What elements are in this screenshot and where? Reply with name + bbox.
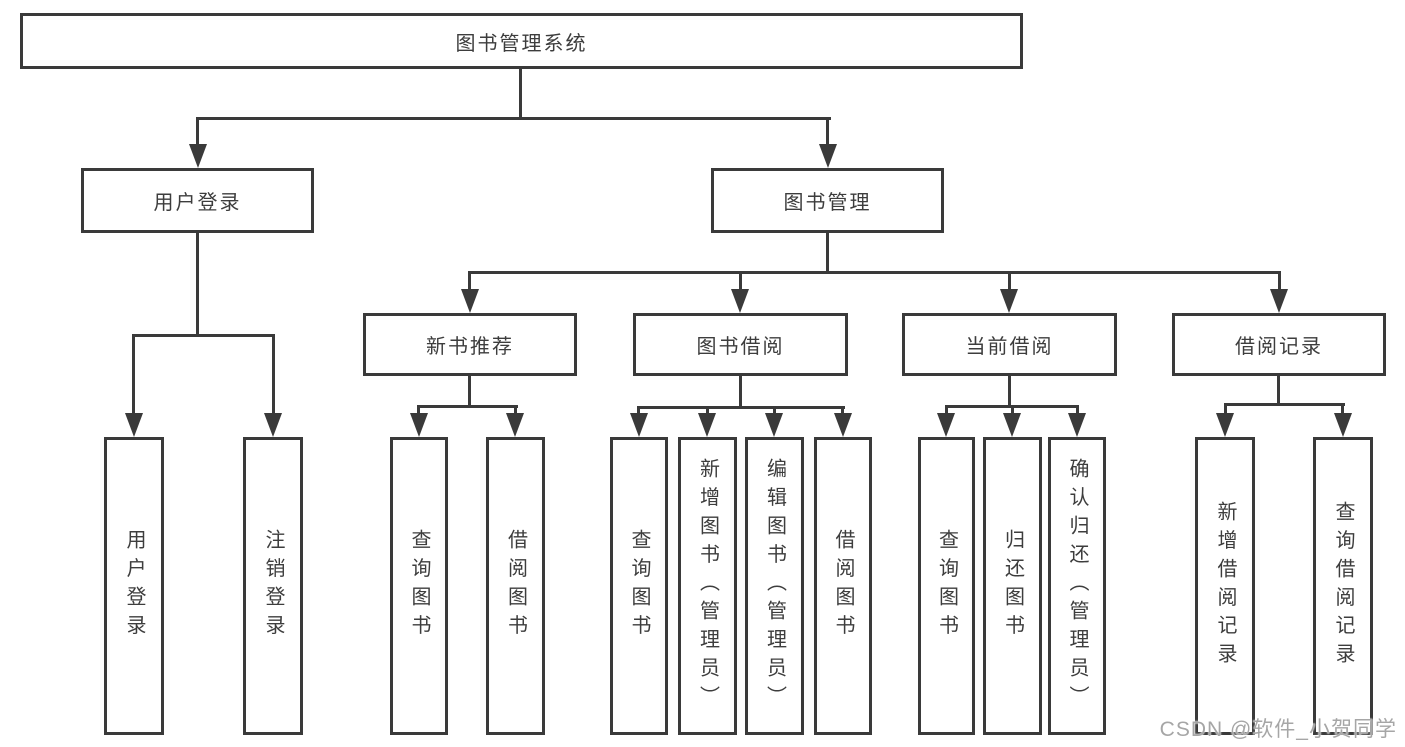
connector-record-drop [1224,403,1227,418]
node-user-login-label: 用户登录 [153,192,242,214]
connector-recommend-drop [514,405,517,418]
leaf-borrow-book-label: 借阅图书 [832,529,854,643]
leaf-borrow-book-recommend-label: 借阅图书 [504,529,527,643]
node-current-borrow-label: 当前借阅 [965,336,1054,358]
connector-bookmgmt-split [468,271,1281,274]
connector-userlogin-drop [272,334,275,414]
node-new-book-recommend: 新书推荐 [363,313,577,376]
leaf-add-book-admin: 新增图书（管理员） [678,437,737,735]
connector-bookmgmt-drop [468,271,471,293]
arrowhead-icon [125,413,143,437]
leaf-query-book-borrow: 查询图书 [610,437,668,735]
arrowhead-icon [698,413,716,437]
node-book-management: 图书管理 [711,168,944,233]
arrowhead-icon [1003,413,1021,437]
connector-record-drop [1341,403,1344,418]
arrowhead-icon [506,413,524,437]
arrowhead-icon [834,413,852,437]
connector-userlogin-trunk [196,233,199,337]
arrowhead-icon [461,289,479,313]
connector-bookmgmt-drop [739,271,742,293]
connector-borrow-split [637,406,845,409]
arrowhead-icon [937,413,955,437]
arrowhead-icon [1334,413,1352,437]
node-user-login: 用户登录 [81,168,314,233]
leaf-confirm-return-admin: 确认归还（管理员） [1048,437,1106,735]
leaf-user-login-label: 用户登录 [123,529,145,643]
arrowhead-icon [1270,289,1288,313]
leaf-query-book-recommend-label: 查询图书 [408,529,430,643]
node-borrow-record-label: 借阅记录 [1235,336,1323,358]
leaf-query-borrow-record-label: 查询借阅记录 [1332,500,1354,672]
arrowhead-icon [1068,413,1086,437]
connector-borrow-trunk [739,376,742,409]
connector-borrow-drop [706,406,709,418]
leaf-edit-book-admin-label: 编辑图书（管理员） [763,458,786,714]
leaf-edit-book-admin: 编辑图书（管理员） [745,437,804,735]
node-root-label: 图书管理系统 [455,32,588,55]
leaf-logout-label: 注销登录 [262,529,284,643]
arrowhead-icon [1000,289,1018,313]
leaf-query-book-current: 查询图书 [918,437,975,735]
arrowhead-icon [1216,413,1234,437]
arrowhead-icon [264,413,282,437]
leaf-query-book-recommend: 查询图书 [390,437,448,735]
leaf-query-borrow-record: 查询借阅记录 [1313,437,1373,735]
connector-userlogin-split [132,334,275,337]
leaf-borrow-book-recommend: 借阅图书 [486,437,545,735]
leaf-borrow-book: 借阅图书 [814,437,872,735]
leaf-add-book-admin-label: 新增图书（管理员） [696,458,719,714]
csdn-watermark: CSDN @软件_小贺同学 [1159,718,1397,741]
connector-userlogin-drop [132,334,135,414]
connector-current-drop [1076,405,1079,418]
connector-bookmgmt-trunk [826,233,829,274]
arrowhead-icon [819,144,837,168]
connector-current-trunk [1008,376,1011,408]
node-borrow-record: 借阅记录 [1172,313,1386,376]
leaf-add-borrow-record: 新增借阅记录 [1195,437,1255,735]
connector-root-trunk [519,69,522,120]
arrowhead-icon [765,413,783,437]
node-new-book-recommend-label: 新书推荐 [426,336,514,358]
connector-current-drop [945,405,948,418]
leaf-query-book-current-label: 查询图书 [935,529,958,643]
leaf-user-login: 用户登录 [104,437,164,735]
leaf-add-borrow-record-label: 新增借阅记录 [1214,500,1236,672]
arrowhead-icon [410,413,428,437]
connector-current-drop [1011,405,1014,418]
connector-recommend-trunk [468,376,471,408]
arrowhead-icon [630,413,648,437]
node-book-borrow: 图书借阅 [633,313,848,376]
node-book-management-label: 图书管理 [783,192,872,214]
arrowhead-icon [189,144,207,168]
connector-root-drop-left [196,117,199,147]
leaf-query-book-borrow-label: 查询图书 [628,529,650,643]
connector-borrow-drop [637,406,640,418]
connector-root-split [196,117,831,120]
leaf-return-book-label: 归还图书 [1001,529,1024,643]
connector-bookmgmt-drop [1008,271,1011,293]
connector-record-split [1224,403,1345,406]
node-book-borrow-label: 图书借阅 [696,336,785,358]
connector-recommend-drop [417,405,420,418]
connector-record-trunk [1277,376,1280,406]
node-current-borrow: 当前借阅 [902,313,1117,376]
connector-borrow-drop [841,406,844,418]
connector-borrow-drop [773,406,776,418]
connector-bookmgmt-drop [1278,271,1281,293]
arrowhead-icon [731,289,749,313]
node-root: 图书管理系统 [20,13,1023,69]
connector-recommend-split [417,405,518,408]
connector-root-drop-right [826,117,829,147]
leaf-return-book: 归还图书 [983,437,1042,735]
leaf-logout: 注销登录 [243,437,303,735]
leaf-confirm-return-admin-label: 确认归还（管理员） [1066,458,1088,714]
